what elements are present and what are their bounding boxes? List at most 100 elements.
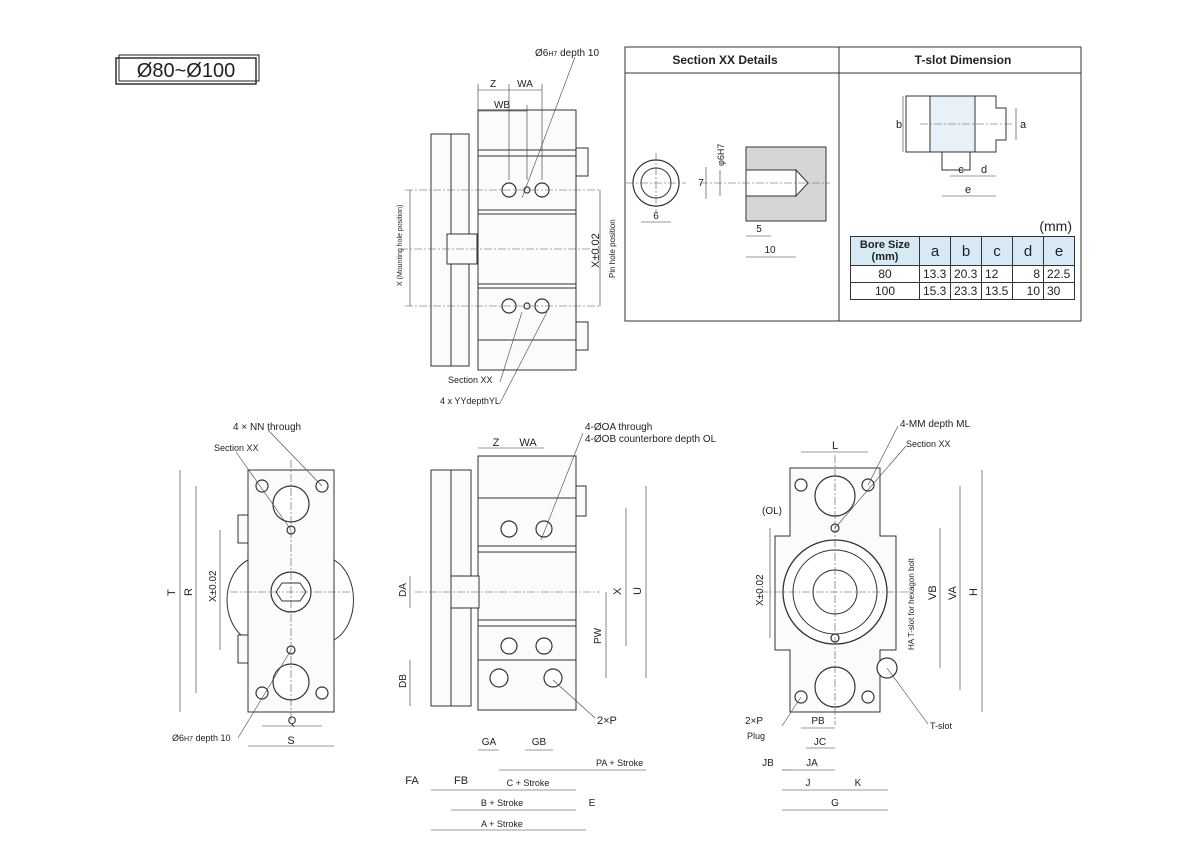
- label-pb: PB: [811, 716, 825, 727]
- label-pw: PW: [593, 627, 604, 644]
- label-k: K: [855, 778, 862, 789]
- label-pa-stroke: PA + Stroke: [596, 758, 643, 768]
- table-row: 100 15.3 23.3 13.5 10 30: [850, 282, 1075, 300]
- label-h: H: [968, 588, 980, 596]
- label-tslot-c: c: [958, 164, 964, 176]
- label-s: S: [287, 735, 294, 747]
- side-view-middle: [409, 432, 647, 831]
- table-cell: 15.3: [919, 282, 951, 300]
- section-xx-drawing: [626, 146, 830, 258]
- bore-range-text: Ø80~Ø100: [137, 60, 235, 82]
- table-cell: 22.5: [1043, 265, 1075, 283]
- label-wb: WB: [494, 100, 510, 111]
- label-tslot-a: a: [1020, 119, 1027, 131]
- section-panel-title: Section XX Details: [672, 53, 778, 67]
- label-wa-mid: WA: [519, 437, 537, 449]
- header-col-e: e: [1043, 236, 1075, 266]
- label-pin-hole-top: Ø6H7 depth 10: [535, 48, 599, 59]
- label-plug: Plug: [747, 731, 765, 741]
- label-gb: GB: [532, 737, 547, 748]
- label-2p-mid: 2×P: [597, 715, 617, 727]
- label-jb: JB: [762, 758, 774, 769]
- label-x-tol-top: X±0.02: [590, 233, 602, 268]
- label-fa: FA: [405, 775, 419, 787]
- label-section-xx-left: Section XX: [214, 443, 259, 453]
- top-side-view: [400, 56, 601, 404]
- label-u: U: [632, 587, 644, 595]
- label-mounting-hole: X (Mounting hole position): [397, 205, 404, 286]
- label-e: E: [589, 798, 596, 809]
- label-ga: GA: [482, 737, 497, 748]
- label-wa: WA: [517, 79, 533, 90]
- label-t: T: [166, 589, 178, 596]
- label-ha-tslot: HA T-slot for hexagon bolt: [907, 557, 916, 650]
- table-cell: 12: [981, 265, 1013, 283]
- label-vb: VB: [927, 585, 939, 600]
- label-a-stroke: A + Stroke: [481, 819, 523, 829]
- label-phi6: φ6H7: [716, 144, 726, 166]
- tslot-drawing: [902, 95, 1017, 197]
- label-j: J: [806, 778, 811, 789]
- label-va: VA: [947, 585, 959, 600]
- tslot-unit: (mm): [1039, 218, 1072, 234]
- header-bore: Bore Size(mm): [850, 236, 920, 266]
- label-tslot-e: e: [965, 184, 971, 196]
- label-l: L: [832, 440, 838, 452]
- label-section-xx-top: Section XX: [448, 375, 493, 385]
- bore-range-badge: Ø80~Ø100: [115, 54, 260, 85]
- table-cell: 10: [1012, 282, 1044, 300]
- table-cell: 13.5: [981, 282, 1013, 300]
- label-dim-6: 6: [653, 211, 659, 222]
- tslot-dimension-table: Bore Size(mm) a b c d e 80 13.3 20.3 12 …: [850, 236, 1075, 300]
- label-oa-through: 4-ØOA through: [585, 422, 652, 433]
- end-view-right: [760, 425, 983, 811]
- table-cell: 8: [1012, 265, 1044, 283]
- label-dim-5: 5: [756, 224, 762, 235]
- label-dim-10: 10: [764, 245, 776, 256]
- table-cell: 30: [1043, 282, 1075, 300]
- label-z: Z: [490, 79, 496, 90]
- label-fb: FB: [454, 775, 468, 787]
- table-header-row: Bore Size(mm) a b c d e: [850, 236, 1075, 266]
- label-c-stroke: C + Stroke: [507, 778, 550, 788]
- table-row: 80 13.3 20.3 12 8 22.5: [850, 265, 1075, 283]
- header-col-c: c: [981, 236, 1013, 266]
- table-cell-bore: 100: [850, 282, 920, 300]
- label-section-xx-right: Section XX: [906, 439, 951, 449]
- label-b-stroke: B + Stroke: [481, 798, 523, 808]
- label-t-slot: T-slot: [930, 721, 953, 731]
- table-cell: 23.3: [950, 282, 982, 300]
- label-nn-through: 4 × NN through: [233, 422, 301, 433]
- label-x-tol-left: X±0.02: [208, 570, 219, 602]
- detail-panels: [624, 46, 1082, 322]
- label-ob-counterbore: 4-ØOB counterbore depth OL: [585, 434, 717, 445]
- label-q: Q: [288, 715, 297, 727]
- label-ja: JA: [806, 758, 818, 769]
- label-z-mid: Z: [493, 437, 500, 449]
- table-cell: 20.3: [950, 265, 982, 283]
- label-db: DB: [398, 674, 409, 688]
- label-dim-7: 7: [698, 178, 704, 189]
- end-view-left: [179, 429, 354, 747]
- label-tslot-b: b: [896, 119, 902, 131]
- table-cell-bore: 80: [850, 265, 920, 283]
- label-tslot-d: d: [981, 164, 987, 176]
- header-col-b: b: [950, 236, 982, 266]
- label-ol: (OL): [762, 506, 782, 517]
- label-g: G: [831, 798, 839, 809]
- label-da: DA: [398, 583, 409, 597]
- label-2p-right: 2×P: [745, 716, 763, 727]
- tslot-panel-title: T-slot Dimension: [915, 53, 1012, 67]
- label-yy-depth: 4 x YYdepthYL: [440, 396, 500, 406]
- label-r: R: [183, 588, 195, 596]
- table-cell: 13.3: [919, 265, 951, 283]
- label-pin-hole-left: Ø6H7 depth 10: [172, 733, 231, 743]
- header-col-a: a: [919, 236, 951, 266]
- label-jc: JC: [814, 737, 826, 748]
- label-x-tol-right: X±0.02: [755, 574, 766, 606]
- label-x-mid: X: [612, 587, 624, 595]
- header-col-d: d: [1012, 236, 1044, 266]
- label-mm-depth: 4-MM depth ML: [900, 419, 970, 430]
- label-pin-hole-position: Pin hole position: [608, 219, 617, 278]
